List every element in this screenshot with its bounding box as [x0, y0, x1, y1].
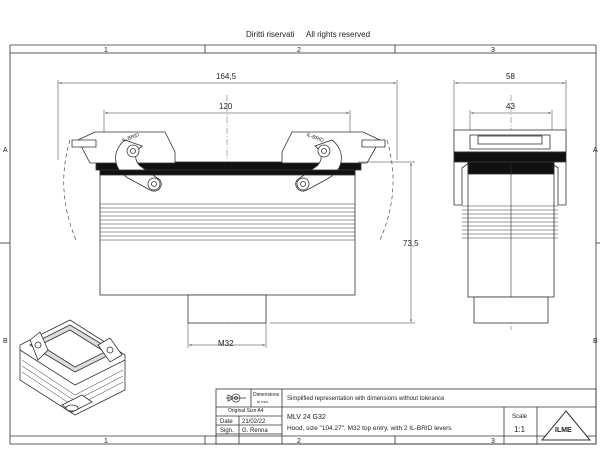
dimension-side-width: 58	[506, 72, 515, 81]
grid-col-1-bottom: 1	[104, 438, 108, 445]
dimension-front-inner: 120	[219, 102, 233, 111]
isometric-view	[19, 319, 126, 416]
dimension-entry-label: M32	[218, 339, 234, 348]
ilme-logo	[540, 410, 592, 441]
scale-value: 1:1	[514, 425, 526, 434]
dimensions-label: Dimensions	[253, 392, 280, 398]
dimensions-unit: in mm	[257, 399, 268, 404]
date-value: 21/02/22	[242, 419, 266, 425]
header-notice-english: All rights reserved	[306, 30, 371, 39]
side-view	[453, 80, 567, 330]
grid-row-a-right: A	[593, 147, 598, 154]
logo-text: ILME	[555, 427, 572, 434]
projection-symbol	[226, 393, 246, 403]
scale-label: Scale	[512, 414, 528, 420]
header-notice-italian: Diritti riservati	[246, 30, 295, 39]
date-label: Date	[220, 419, 233, 425]
grid-col-2-bottom: 2	[297, 438, 301, 445]
product-description: Hood, size "104.27", M32 top entry, with…	[287, 425, 452, 432]
dimension-front-width: 164,5	[216, 72, 237, 81]
grid-row-b-left: B	[3, 338, 8, 345]
dimension-side-inner: 43	[506, 102, 515, 111]
sign-label: Sign.	[220, 428, 234, 434]
grid-col-2-top: 2	[297, 47, 301, 54]
product-code: MLV 24 G32	[287, 414, 326, 421]
grid-row-a-left: A	[3, 147, 8, 154]
front-view	[57, 80, 415, 348]
grid-col-3-top: 3	[491, 47, 495, 54]
dimension-front-height: 73,5	[403, 239, 419, 248]
grid-col-3-bottom: 3	[491, 438, 495, 445]
original-size-label: Original Size A4	[228, 408, 264, 414]
simplified-note: Simplified representation with dimension…	[287, 396, 445, 402]
sign-value: G. Renna	[242, 428, 268, 434]
grid-col-1-top: 1	[104, 47, 108, 54]
grid-row-b-right: B	[593, 338, 598, 345]
title-block-lines	[215, 388, 597, 445]
